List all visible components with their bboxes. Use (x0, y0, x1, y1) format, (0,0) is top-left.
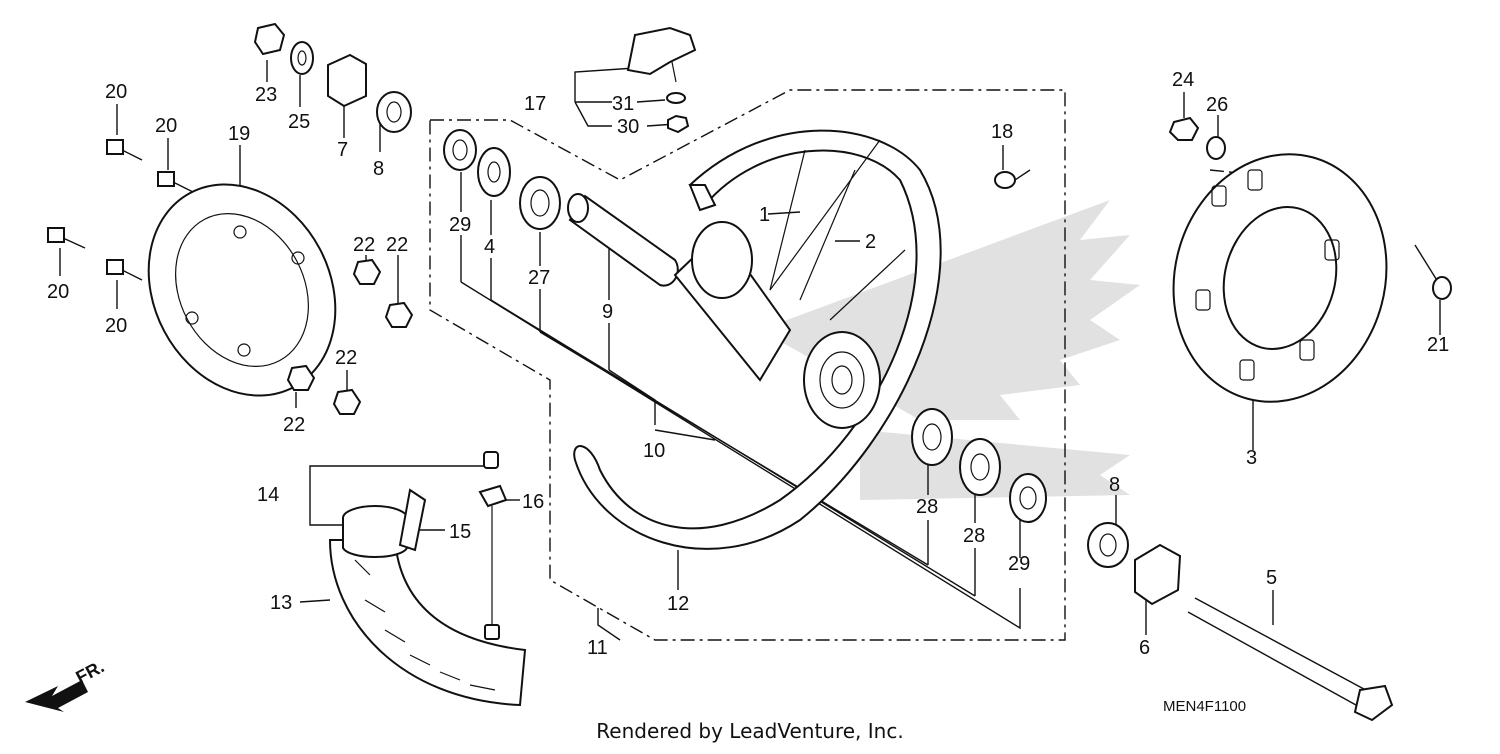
callout-21: 21 (1427, 334, 1449, 356)
nut-22-a (352, 258, 382, 285)
rim-band-18 (994, 171, 1016, 189)
callout-24: 24 (1172, 69, 1194, 91)
callout-3: 3 (1246, 447, 1257, 469)
callout-29-a: 29 (449, 214, 471, 236)
callout-20-b: 20 (155, 115, 177, 137)
callout-14: 14 (257, 484, 279, 506)
hub-10 (673, 221, 881, 429)
callout-11: 11 (587, 637, 608, 659)
callout-17: 17 (524, 93, 546, 115)
nut-22-c (286, 364, 316, 391)
nut-22-b (384, 301, 414, 328)
callout-25: 25 (288, 111, 310, 133)
bolt-20-d (106, 259, 143, 281)
callout-4: 4 (484, 236, 495, 258)
bolt-20-c (47, 227, 86, 249)
valve-cap-14 (483, 451, 499, 469)
callout-23: 23 (255, 84, 277, 106)
dust-seal-29-left (443, 129, 477, 171)
callout-16: 16 (522, 491, 544, 513)
callout-9: 9 (602, 301, 613, 323)
rim-12 (573, 129, 942, 550)
callout-31: 31 (612, 93, 634, 115)
collar-8-right (1087, 522, 1129, 568)
nut-24 (1168, 116, 1200, 141)
bolt-21 (1414, 244, 1452, 300)
callout-labels: 1 2 3 4 5 6 7 8 8 9 10 11 12 13 14 15 16… (47, 69, 1449, 659)
brake-disc (147, 183, 337, 397)
tire-13 (328, 539, 527, 707)
distance-collar-9 (567, 193, 679, 287)
callout-20-a: 20 (105, 81, 127, 103)
front-direction-arrow-icon (25, 680, 88, 712)
washer-26 (1206, 136, 1226, 160)
diagram-code: MEN4F1100 (1163, 698, 1246, 715)
bearing-28-b (959, 438, 1001, 496)
callout-20-d: 20 (105, 315, 127, 337)
callout-30: 30 (617, 116, 639, 138)
dust-seal-29-right (1009, 473, 1047, 523)
collar-8-left (376, 91, 412, 133)
callout-22-c: 22 (335, 347, 357, 369)
callout-28-a: 28 (916, 496, 938, 518)
footer-credit: Rendered by LeadVenture, Inc. (596, 719, 903, 743)
callout-5: 5 (1266, 567, 1277, 589)
callout-26: 26 (1206, 94, 1228, 116)
callout-1: 1 (759, 204, 770, 226)
callout-19: 19 (228, 123, 250, 145)
rim-lock-16 (478, 484, 508, 640)
adjuster-block-7 (327, 53, 367, 108)
callout-22-b: 22 (386, 234, 408, 256)
callout-22-a: 22 (353, 234, 375, 256)
bolt-20-a (106, 139, 143, 161)
callout-10: 10 (643, 440, 665, 462)
callout-12: 12 (667, 593, 689, 615)
spokes-1-2 (769, 139, 906, 321)
callout-22-d: 22 (283, 414, 305, 436)
callout-8-left: 8 (373, 158, 384, 180)
tube-15 (342, 488, 427, 558)
callout-6: 6 (1139, 637, 1150, 659)
callout-2: 2 (865, 231, 876, 253)
bearing-28-a (911, 408, 953, 466)
driven-sprocket (1172, 153, 1388, 403)
callout-13: 13 (270, 592, 292, 614)
assembly-outline-hub (429, 89, 1066, 641)
callout-28-b: 28 (963, 525, 985, 547)
axle-5 (1187, 597, 1394, 722)
nut-23 (253, 22, 286, 56)
washer-25 (290, 41, 314, 75)
bolt-20-b (157, 171, 194, 193)
spacer-4 (477, 147, 511, 197)
callout-15: 15 (449, 521, 471, 543)
nut-31 (666, 92, 686, 104)
nut-22-d (332, 388, 362, 415)
callout-18: 18 (991, 121, 1013, 143)
callout-7: 7 (337, 139, 348, 161)
leader-lines (59, 60, 1441, 641)
callout-29-b: 29 (1008, 553, 1030, 575)
callout-8-right: 8 (1109, 474, 1120, 496)
adjuster-block-6 (1134, 543, 1182, 606)
nut-30 (667, 114, 690, 134)
callout-20-c: 20 (47, 281, 69, 303)
bearing-27 (519, 176, 561, 230)
callout-27: 27 (528, 267, 550, 289)
chain-slider-cap (626, 26, 697, 83)
